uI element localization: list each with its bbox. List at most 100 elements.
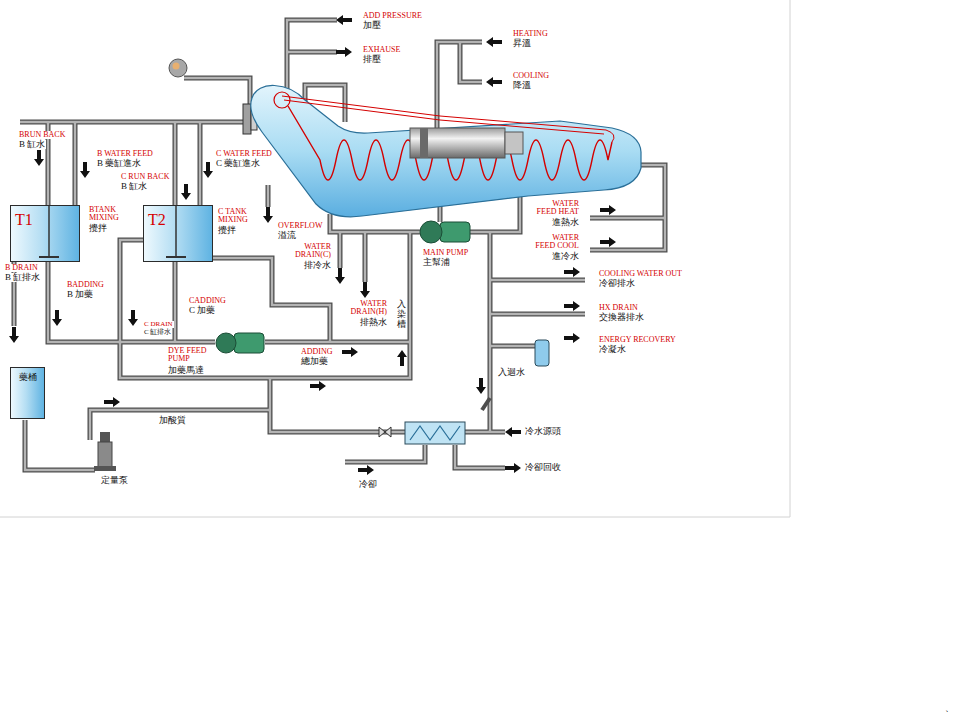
pipe-label: 進熱水: [551, 218, 580, 227]
pipe-label: WATER DRAIN(C): [290, 243, 332, 259]
pipe-outline: [14, 20, 665, 470]
pipe-label: 冷卻: [358, 480, 378, 489]
reel-motor: [410, 128, 505, 158]
stirrer-blade: [39, 256, 59, 258]
pipe-label: COOLING: [512, 72, 550, 80]
flow-arrow: [336, 47, 352, 57]
flow-arrow: [358, 465, 374, 475]
dye-feed-pump: [216, 333, 264, 353]
pipe-label: ENERGY RECOVERY: [598, 336, 677, 344]
vessel-body: [251, 85, 641, 216]
pipe-label: 定量泵: [100, 476, 129, 485]
pipe-label: 冷凝水: [598, 345, 627, 354]
flow-arrow: [336, 15, 352, 25]
pipe-label: 昇溫: [512, 39, 532, 48]
pipe-label: CADDING: [188, 297, 227, 305]
metering-pump: [94, 432, 116, 471]
pipe-label: 主幫浦: [422, 258, 451, 267]
pump-housing: [420, 221, 442, 243]
valve: [379, 427, 391, 437]
pipe-label: WATER FEED HEAT: [531, 200, 580, 216]
pipe-label: 冷卻回收: [524, 463, 562, 472]
pipe-label: WATER DRAIN(H): [344, 300, 388, 316]
pipe-label: 進冷水: [551, 252, 580, 261]
pipe-label: ADD PRESSURE: [362, 12, 423, 20]
chemical-tank: 藥桶: [10, 367, 45, 419]
pipe-label: C 缸排水: [143, 329, 172, 336]
pipe-body: [14, 20, 665, 470]
motor-band: [420, 128, 428, 158]
pipe-label: 冷水源頭: [524, 427, 562, 436]
strainer: [482, 398, 490, 410]
flow-arrow: [335, 268, 345, 284]
pump-motor: [234, 333, 264, 353]
pipe-label: BADDING: [66, 281, 105, 289]
pipe-label: EXHAUSE: [362, 46, 401, 54]
flow-arrow: [476, 378, 486, 394]
flow-arrow: [181, 184, 191, 200]
flow-arrow: [505, 463, 521, 473]
stirrer-shaft: [48, 206, 50, 257]
flow-arrow: [203, 162, 213, 178]
pipe-label: 溢流: [277, 231, 297, 240]
pipe-label: B 缸水: [120, 182, 148, 191]
pipe-label: ADDING: [300, 348, 334, 356]
mixing-tank: T2: [143, 205, 213, 262]
heat-exchanger: [379, 398, 490, 444]
fabric-wave: [288, 106, 612, 180]
flow-arrow: [310, 381, 326, 391]
pipe-label: B DRAIN: [4, 264, 39, 272]
flow-arrow: [486, 77, 502, 87]
tank-label: T1: [15, 212, 79, 228]
pipe-label: 降溫: [512, 81, 532, 90]
flow-arrow: [128, 310, 138, 326]
stirrer-shaft: [175, 206, 177, 257]
pipe-label: C RUN BACK: [120, 173, 170, 181]
flow-arrow: [564, 267, 580, 277]
vertical-label: 入染槽: [397, 300, 406, 330]
flow-arrow: [505, 427, 521, 437]
pipe-label: DYE FEED PUMP: [167, 347, 210, 363]
condensate-tank: [535, 340, 549, 366]
pipe-label: MAIN PUMP: [422, 249, 469, 257]
flow-arrow: [80, 162, 90, 178]
pipe-label: B WATER FEED: [96, 150, 154, 158]
flow-arrows: [9, 15, 616, 475]
flow-arrow: [9, 327, 19, 343]
fan-hub: [173, 63, 180, 70]
pipe-label: 冷卻排水: [598, 279, 636, 288]
pipe-label: C WATER FEED: [215, 150, 273, 158]
pipe-label: C 加藥: [188, 306, 216, 315]
flow-arrow: [600, 237, 616, 247]
fan: [169, 59, 187, 77]
exchanger-coil: [410, 426, 460, 440]
pipe-label: C 藥缸進水: [215, 159, 261, 168]
pipe-label: 交換器排水: [598, 313, 645, 322]
mixing-tank: T1: [10, 205, 80, 262]
flow-arrow: [360, 282, 370, 298]
flow-arrow: [486, 37, 502, 47]
tank-label: 藥桶: [11, 373, 44, 382]
flow-arrow: [397, 350, 407, 366]
pipe-label: HEATING: [512, 30, 549, 38]
fan-housing: [169, 59, 187, 77]
pump-housing: [216, 333, 236, 353]
pipe-label: BRUN BACK: [18, 131, 66, 139]
pipe-label: COOLING WATER OUT: [598, 270, 683, 278]
flow-arrow: [600, 205, 616, 215]
flow-arrow: [564, 301, 580, 311]
pipe-label: 加酸質: [158, 416, 187, 425]
pipe-label: 攪拌: [88, 224, 108, 233]
flow-arrow: [104, 397, 120, 407]
pump-body: [98, 442, 112, 468]
pipe-label: WATER FEED COOL: [531, 234, 580, 250]
pipe-label: 排冷水: [303, 261, 332, 270]
dyeing-vessel: [251, 85, 641, 216]
pipe-label: OVERFLOW: [277, 222, 323, 230]
exchanger-shell: [405, 422, 465, 444]
pipe-label: 加壓: [362, 21, 382, 30]
pipe-label: 入迴水: [497, 368, 526, 377]
flow-arrow: [342, 347, 358, 357]
